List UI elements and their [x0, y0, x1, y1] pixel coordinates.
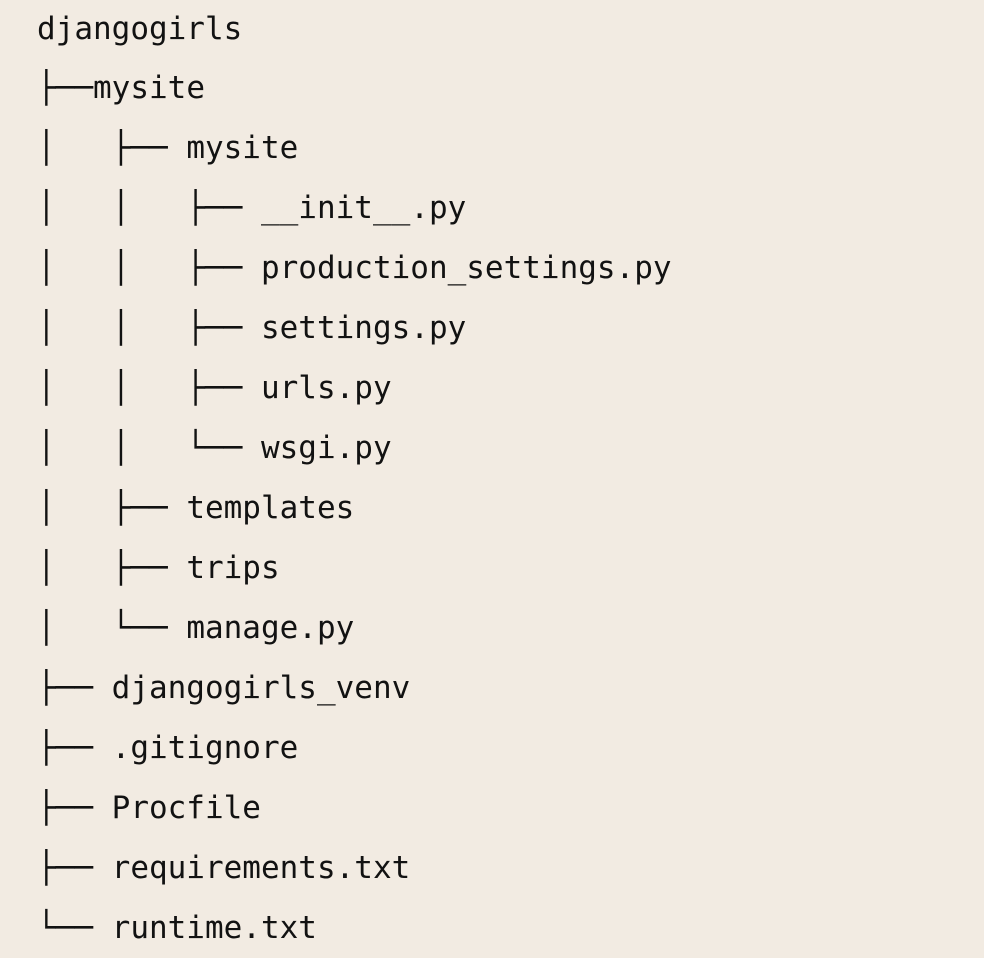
tree-directory-label: djangogirls [37, 11, 243, 47]
tree-line: ├── requirements.txt [0, 838, 984, 898]
tree-branch-icon: ├── [37, 790, 112, 826]
tree-file-label: __init__.py [260, 190, 467, 226]
tree-file-label: runtime.txt [111, 910, 317, 946]
tree-file-label: manage.py [186, 610, 355, 646]
tree-branch-icon: └── [37, 910, 112, 946]
tree-line: │ │ ├── urls.py [0, 358, 984, 418]
tree-line: │ │ └── wsgi.py [0, 418, 984, 478]
tree-line: ├── .gitignore [0, 718, 984, 778]
tree-line: │ ├── trips [0, 538, 984, 598]
tree-line: │ │ ├── settings.py [0, 298, 984, 358]
tree-line: ├── djangogirls_venv [0, 658, 984, 718]
tree-branch-icon: │ ├── [37, 550, 187, 586]
tree-file-label: production_settings.py [260, 250, 672, 286]
tree-file-label: requirements.txt [111, 850, 411, 886]
tree-line: │ │ ├── production_settings.py [0, 238, 984, 298]
tree-line: │ └── manage.py [0, 598, 984, 658]
tree-file-label: settings.py [260, 310, 467, 346]
tree-line: ├──mysite [0, 58, 984, 118]
tree-file-label: Procfile [111, 790, 261, 826]
tree-branch-icon: ├── [37, 730, 112, 766]
tree-branch-icon: │ ├── [37, 490, 187, 526]
tree-file-label: wsgi.py [260, 430, 392, 466]
tree-branch-icon: │ │ ├── [37, 310, 261, 346]
tree-branch-icon: │ │ ├── [37, 370, 261, 406]
tree-directory-label: djangogirls_venv [111, 670, 411, 706]
tree-branch-icon: │ └── [37, 610, 187, 646]
tree-line: ├── Procfile [0, 778, 984, 838]
tree-line: │ ├── templates [0, 478, 984, 538]
tree-branch-icon: │ ├── [37, 130, 187, 166]
tree-line: │ ├── mysite [0, 118, 984, 178]
tree-branch-icon: │ │ ├── [37, 190, 261, 226]
tree-line: │ │ ├── __init__.py [0, 178, 984, 238]
tree-file-label: urls.py [260, 370, 392, 406]
tree-branch-icon: │ │ └── [37, 430, 261, 466]
tree-directory-label: mysite [93, 70, 205, 106]
tree-directory-label: templates [186, 490, 355, 526]
tree-line: djangogirls [0, 0, 984, 58]
tree-file-label: .gitignore [111, 730, 299, 766]
tree-branch-icon: ├── [37, 850, 112, 886]
tree-branch-icon: ├── [37, 70, 93, 106]
tree-directory-label: mysite [186, 130, 299, 166]
tree-line: └── runtime.txt [0, 898, 984, 958]
tree-branch-icon: │ │ ├── [37, 250, 261, 286]
tree-directory-label: trips [186, 550, 280, 586]
tree-branch-icon: ├── [37, 670, 112, 706]
